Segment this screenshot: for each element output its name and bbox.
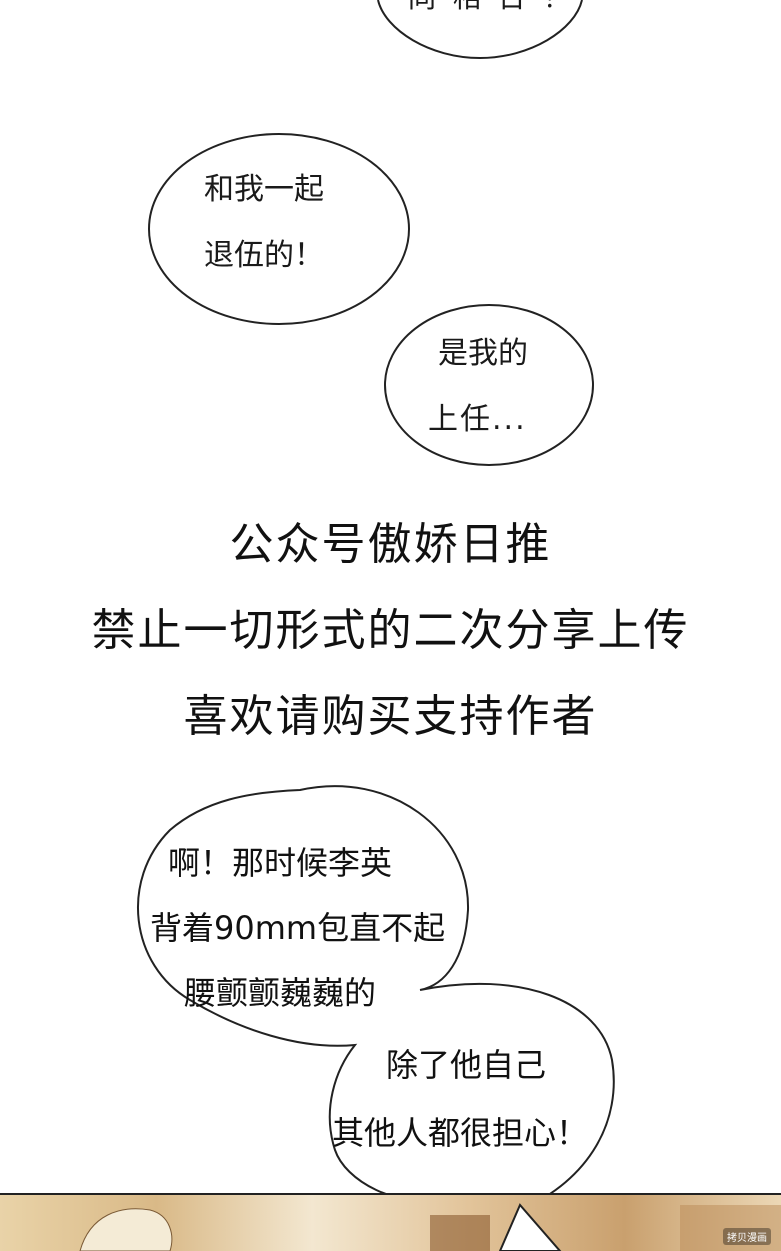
speech-bubble-1-text: 和我一起 退伍的！ <box>204 166 324 280</box>
bubble-2-line-1: 是我的 <box>438 336 528 371</box>
top-partial-bubble-text: 同 相 日 ！ <box>408 0 575 22</box>
big-bubble-line-2: 背着90mm包直不起 <box>150 909 446 947</box>
bubble-1-line-2: 退伍的！ <box>204 238 324 273</box>
speech-bubble-1 <box>148 133 410 325</box>
big-bubble-line-5: 其他人都很担心！ <box>332 1114 589 1152</box>
notice-line-3: 喜欢请购买支持作者 <box>183 691 598 742</box>
bubble-2-line-2: 上任... <box>428 402 527 437</box>
top-partial-line: 同 相 日 ！ <box>408 0 575 14</box>
watermark-label: 拷贝漫画 <box>723 1228 771 1245</box>
notice-line-1: 公众号傲娇日推 <box>229 519 552 570</box>
speech-bubble-2-text: 是我的 上任... <box>428 330 528 444</box>
big-bubble-line-3: 腰颤颤巍巍的 <box>184 974 377 1012</box>
next-panel-illustration: 拷贝漫画 <box>0 1193 781 1251</box>
top-partial-bubble <box>377 0 583 60</box>
notice-line-2: 禁止一切形式的二次分享上传 <box>91 605 690 656</box>
big-bubble-line-1: 啊！那时候李英 <box>168 844 393 882</box>
panel-art <box>79 1203 781 1251</box>
speech-bubble-2 <box>384 304 594 466</box>
big-bubble-line-4: 除了他自己 <box>386 1046 547 1084</box>
bubble-1-line-1: 和我一起 <box>204 172 324 207</box>
